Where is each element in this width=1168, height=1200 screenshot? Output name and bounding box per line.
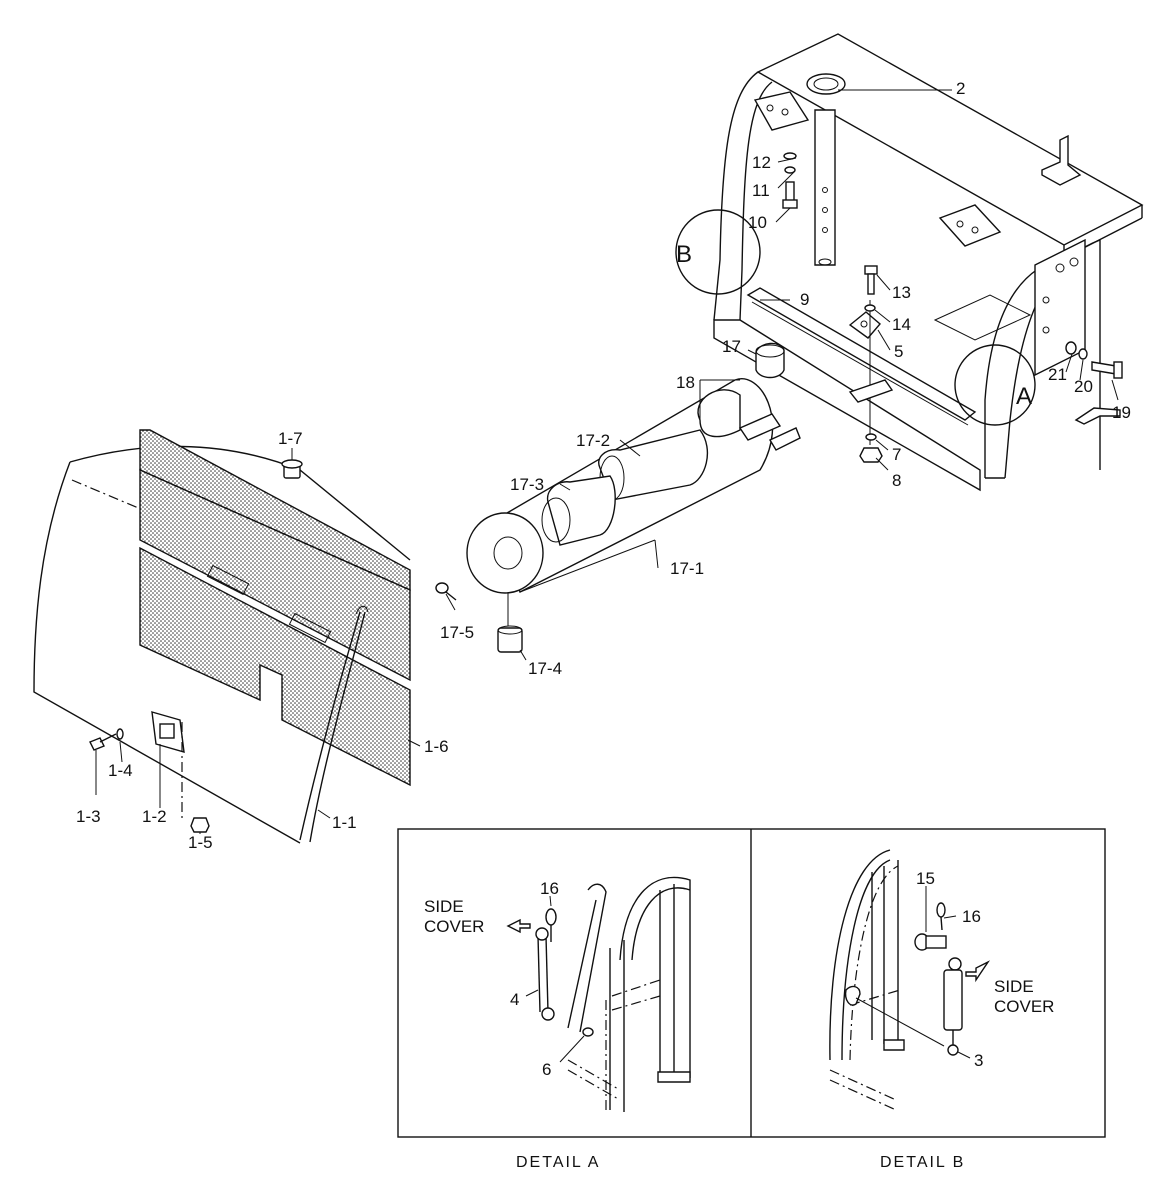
label-21: 21: [1048, 365, 1067, 384]
detail-a-circle: [954, 344, 1036, 426]
vacuator-valve: [497, 627, 523, 653]
insulation-panel-upper: [139, 468, 411, 682]
bracket-19: [1074, 407, 1121, 425]
label-1-1: 1-1: [332, 813, 357, 832]
latch-plate: [151, 711, 185, 820]
detail-a-side-cover-line2: COVER: [424, 917, 484, 936]
detail-a-label-6: 6: [542, 1060, 551, 1079]
frame-hinge-right: [938, 204, 1002, 247]
detail-b-side-cover-line2: COVER: [994, 997, 1054, 1016]
detail-b-label-3: 3: [974, 1051, 983, 1070]
label-13: 13: [892, 283, 911, 302]
label-11: 11: [752, 181, 770, 200]
bolt-1-3: [89, 733, 117, 751]
label-1-7: 1-7: [278, 429, 303, 448]
bolt-10: [782, 181, 798, 209]
side-cover-assembly: [33, 429, 411, 844]
detail-box: [397, 828, 1106, 1138]
label-detail-a: A: [1016, 383, 1032, 410]
washer-7: [865, 433, 877, 441]
label-detail-b: B: [676, 241, 692, 268]
bolt-13: [864, 265, 878, 295]
bracket-5: [848, 300, 894, 445]
air-cleaner-end-cap: [466, 512, 544, 594]
washer-21: [1065, 341, 1077, 355]
insulation-panel-top: [139, 429, 411, 592]
bolt-19: [1091, 361, 1123, 379]
washer-11: [784, 166, 796, 174]
label-19: 19: [1112, 403, 1131, 422]
label-17: 17: [722, 337, 741, 356]
washer-14: [864, 304, 876, 312]
leader-lines: [95, 89, 1119, 834]
label-9: 9: [800, 290, 809, 309]
label-5: 5: [894, 342, 903, 361]
nut-8: [859, 447, 883, 463]
mounting-band: [697, 389, 741, 438]
detail-b-circle: [675, 209, 761, 295]
detail-a-caption: DETAIL A: [516, 1154, 600, 1171]
door-seal: [299, 611, 361, 841]
frame-left-arch-outer: [713, 71, 759, 321]
detail-a-arrow-icon: [506, 918, 531, 934]
insulation-panel-lower: [139, 546, 411, 787]
label-1-4: 1-4: [108, 761, 133, 780]
detail-a-stay-rod: [535, 927, 555, 1021]
detail-b-side-cover-line1: SIDE: [994, 977, 1034, 996]
detail-b-gas-spring: [943, 957, 963, 1056]
label-20: 20: [1074, 377, 1093, 396]
detail-a: SIDE COVER: [424, 876, 691, 1112]
detail-a-washer: [582, 1027, 594, 1037]
washer-1-4: [116, 728, 124, 740]
label-8: 8: [892, 471, 901, 490]
label-17-2: 17-2: [576, 431, 610, 450]
label-7: 7: [892, 445, 901, 464]
washer-20: [1078, 348, 1088, 360]
detail-a-label-16: 16: [540, 879, 559, 898]
detail-b-pin: [914, 933, 947, 951]
detail-a-bracket: [579, 883, 607, 1033]
side-cover-outer-edge: [33, 461, 301, 844]
label-17-4: 17-4: [528, 659, 562, 678]
detail-b-clip: [936, 902, 946, 931]
label-1-5: 1-5: [188, 833, 213, 852]
label-17-1: 17-1: [670, 559, 704, 578]
detail-b-arrow-icon: [965, 960, 991, 983]
label-10: 10: [748, 213, 767, 232]
label-14: 14: [892, 315, 911, 334]
inner-filter-element: [546, 475, 616, 546]
air-cleaner-inlet: [755, 342, 785, 379]
label-17-3: 17-3: [510, 475, 544, 494]
detail-b-caption: DETAIL B: [880, 1154, 965, 1171]
label-18: 18: [676, 373, 695, 392]
part-labels: 2 12 11 10 13 9 14 5 17 18 21 20 19 7 8 …: [76, 79, 1131, 852]
frame-top-hole: [806, 73, 846, 95]
outer-filter-element: [598, 429, 709, 501]
detail-a-pin: [545, 908, 557, 942]
rail-9: [746, 287, 977, 421]
frame-hinge-bracket-left: [753, 91, 810, 131]
label-2: 2: [956, 79, 965, 98]
label-17-5: 17-5: [440, 623, 474, 642]
label-1-2: 1-2: [142, 807, 167, 826]
detail-b-label-15: 15: [916, 869, 935, 888]
frame-top-tab: [1041, 134, 1082, 186]
label-12: 12: [752, 153, 771, 172]
detail-a-side-cover-line1: SIDE: [424, 897, 464, 916]
dust-indicator: [435, 582, 457, 601]
nut-1-5: [190, 817, 210, 833]
detail-b-label-16: 16: [962, 907, 981, 926]
label-1-6: 1-6: [424, 737, 449, 756]
bracket-plate: [848, 379, 894, 403]
rubber-stopper: [281, 459, 303, 479]
air-cleaner-assembly: [435, 342, 801, 653]
detail-b: SIDE COVER 15 16 3: [829, 849, 1054, 1111]
label-1-3: 1-3: [76, 807, 101, 826]
detail-a-label-4: 4: [510, 990, 519, 1009]
